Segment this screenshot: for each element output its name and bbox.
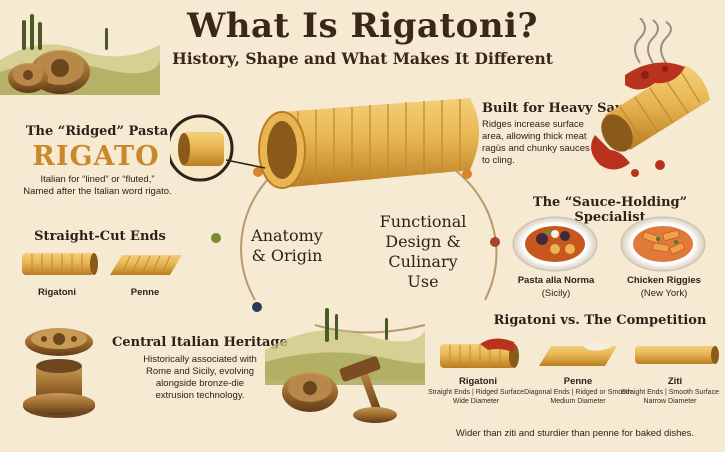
functional-label-line2: Design & (385, 232, 461, 251)
competition-heading: Rigatoni vs. The Competition (493, 313, 707, 328)
functional-label-line4: Use (407, 272, 439, 291)
heritage-line-4: extrusion technology. (155, 390, 245, 401)
cycle-dot-red (490, 237, 500, 247)
sauces-heading: Built for Heavy Sauces (482, 101, 648, 116)
heritage-heading: Central Italian Heritage (112, 335, 288, 350)
heritage-line-3: alongside bronze-die (155, 378, 245, 389)
functional-label-line3: Culinary (388, 252, 458, 271)
page-title: What Is Rigatoni? (187, 6, 538, 46)
dish-name-norma: Pasta alla Norma (517, 275, 595, 286)
competition-ziti-illustration (635, 346, 719, 364)
page-subtitle: History, Shape and What Makes It Differe… (172, 49, 553, 68)
cycle-dot-green (211, 233, 221, 243)
rigatoni-straight-illustration (22, 253, 98, 275)
competition-penne-illustration (539, 342, 617, 366)
heritage-line-2: Rome and Sicily, evolving (145, 366, 255, 377)
tuscan-landscape-illustration (0, 14, 160, 95)
heritage-line-1: Historically associated with (143, 354, 257, 365)
competition-name-ziti: Ziti (667, 376, 683, 387)
ridged-caption-line1: Italian for “lined” or “fluted,” (40, 174, 155, 185)
rigatoni-main-illustration (170, 98, 479, 189)
cycle-dot-navy (252, 302, 262, 312)
bronze-die-illustration (23, 328, 95, 418)
sauces-line-3: ragùs and chunky sauces (482, 143, 590, 154)
ends-heading: Straight-Cut Ends (34, 229, 166, 244)
competition-rigatoni-line1: Straight Ends | Ridged Surface (428, 389, 524, 396)
dish-origin-riggies: (New York) (640, 288, 688, 299)
chicken-riggies-plate (620, 216, 706, 272)
competition-penne-line1: Diagonal Ends | Ridged or Smooth (524, 389, 632, 396)
dish-origin-norma: (Sicily) (541, 288, 571, 299)
competition-ziti-line1: Straight Ends | Smooth Surface (621, 389, 719, 396)
ends-item-penne: Penne (130, 287, 160, 298)
sauces-line-1: Ridges increase surface (482, 119, 584, 130)
pasta-alla-norma-plate (512, 216, 598, 272)
competition-ziti-line2: Narrow Diameter (643, 398, 697, 405)
competition-rigatoni-illustration (440, 338, 519, 368)
competition-penne-line2: Medium Diameter (550, 398, 606, 405)
cycle-dot-orange-right (462, 169, 472, 179)
anatomy-label-line2: & Origin (251, 246, 323, 265)
competition-name-penne: Penne (563, 376, 593, 387)
penne-diagonal-illustration (110, 255, 182, 275)
rigato-word: RIGATO (32, 141, 160, 172)
competition-footnote: Wider than ziti and sturdier than penne … (455, 428, 695, 439)
competition-name-rigatoni: Rigatoni (459, 376, 497, 387)
bottom-landscape-illustration (265, 308, 425, 423)
sauces-line-4: to cling. (482, 155, 515, 166)
competition-rigatoni-line2: Wide Diameter (452, 398, 500, 405)
ends-item-rigatoni: Rigatoni (38, 287, 76, 298)
anatomy-label-line1: Anatomy (251, 226, 323, 245)
dish-name-riggies: Chicken Riggies (627, 275, 701, 286)
cycle-dot-orange (253, 167, 263, 177)
ridged-caption-line2: Named after the Italian word rigato. (23, 186, 172, 197)
sauced-rigatoni-illustration (591, 62, 710, 177)
sauces-line-2: area, allowing thick meat (482, 131, 587, 142)
steam-icon (634, 18, 672, 64)
specialist-heading: The “Sauce-Holding” Specialist (532, 195, 688, 225)
ridged-heading: The “Ridged” Pasta (25, 124, 169, 139)
functional-label-line1: Functional (379, 212, 467, 231)
